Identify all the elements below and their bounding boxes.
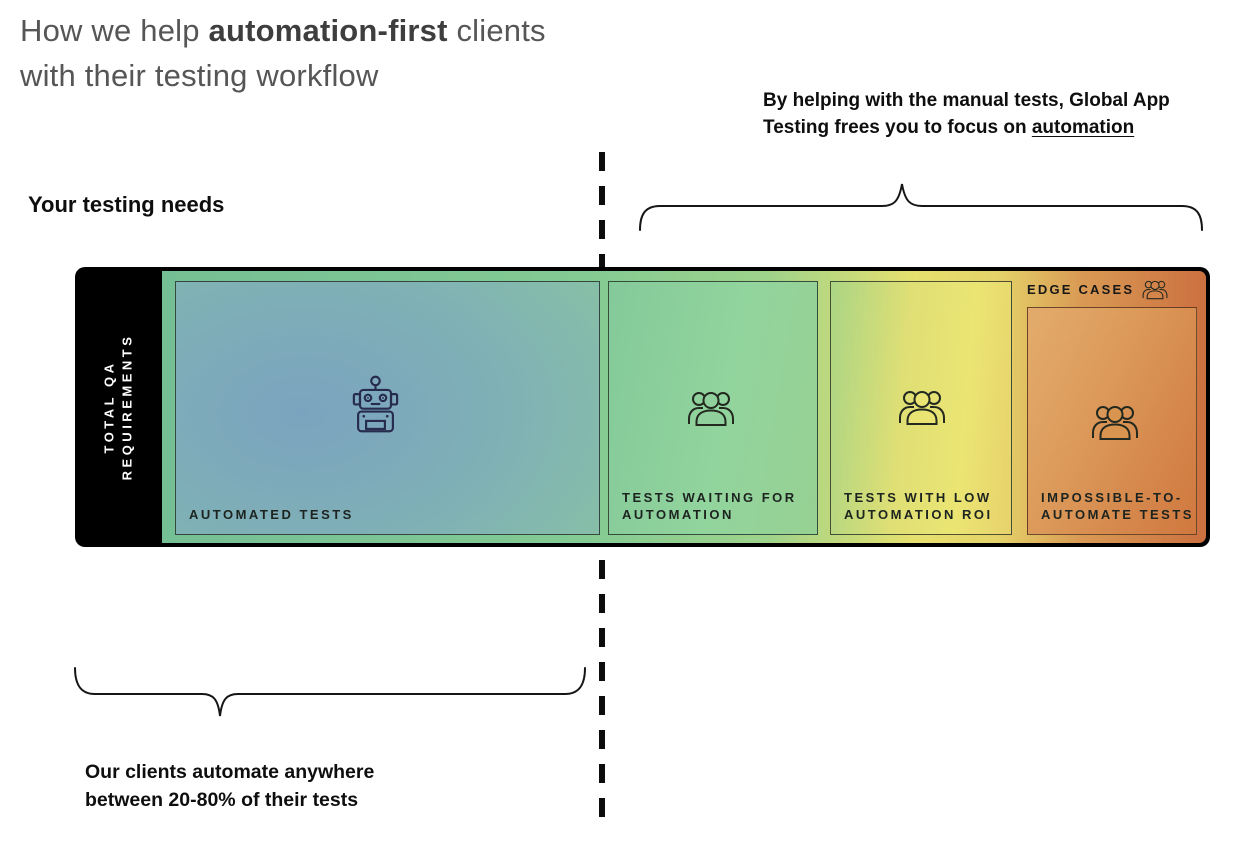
total-qa-label: TOTAL QA REQUIREMENTS [101,333,135,481]
people-icon [1092,406,1138,440]
section-label: AUTOMATED TESTS [189,507,354,522]
manual-tests-note: By helping with the manual tests, Global… [763,87,1170,141]
automation-percentage-note-line-2: between 20-80% of their tests [85,789,359,811]
people-icon [688,392,734,426]
section-label: TESTS WITH LOW AUTOMATION ROI [844,490,993,522]
section-tests-waiting-for-automation: TESTS WAITING FOR AUTOMATION [608,281,818,535]
your-testing-needs-label: Your testing needs [28,192,225,217]
edge-cases-label: EDGE CASES [1027,281,1135,297]
section-impossible-to-automate-tests: IMPOSSIBLE-TO- AUTOMATE TESTS [1027,307,1197,535]
title-line-2: with their testing workflow [20,58,379,93]
manual-tests-note-line-1: By helping with the manual tests, Global… [763,90,1170,111]
section-tests-with-low-automation-roi: TESTS WITH LOW AUTOMATION ROI [830,281,1012,535]
page-title: How we help automation-first clients wit… [20,8,546,98]
manual-tests-brace [639,183,1203,231]
title-bold-phrase: automation-first [208,13,448,48]
qa-gradient-area: AUTOMATED TESTS TESTS WAITING FOR AUTOMA… [162,271,1206,543]
automation-underlined-text: automation [1031,117,1135,138]
total-qa-side-strip: TOTAL QA REQUIREMENTS [75,267,162,547]
robot-icon [352,375,399,433]
automation-percentage-note-line-1: Our clients automate anywhere [85,761,375,783]
automated-share-brace [74,667,586,717]
total-qa-requirements-bar: TOTAL QA REQUIREMENTS [75,267,1210,547]
title-line-1: How we help automation-first clients [20,13,546,48]
edge-cases-row: EDGE CASES [1027,276,1168,302]
section-automated-tests: AUTOMATED TESTS [175,281,600,535]
section-label: IMPOSSIBLE-TO- AUTOMATE TESTS [1041,490,1194,522]
manual-tests-note-line-2: Testing frees you to focus on automation [763,117,1135,138]
people-icon [899,391,945,425]
automation-percentage-note: Our clients automate anywhere between 20… [85,758,374,814]
edge-cases-people-icon [1142,280,1168,299]
section-label: TESTS WAITING FOR AUTOMATION [622,490,797,522]
